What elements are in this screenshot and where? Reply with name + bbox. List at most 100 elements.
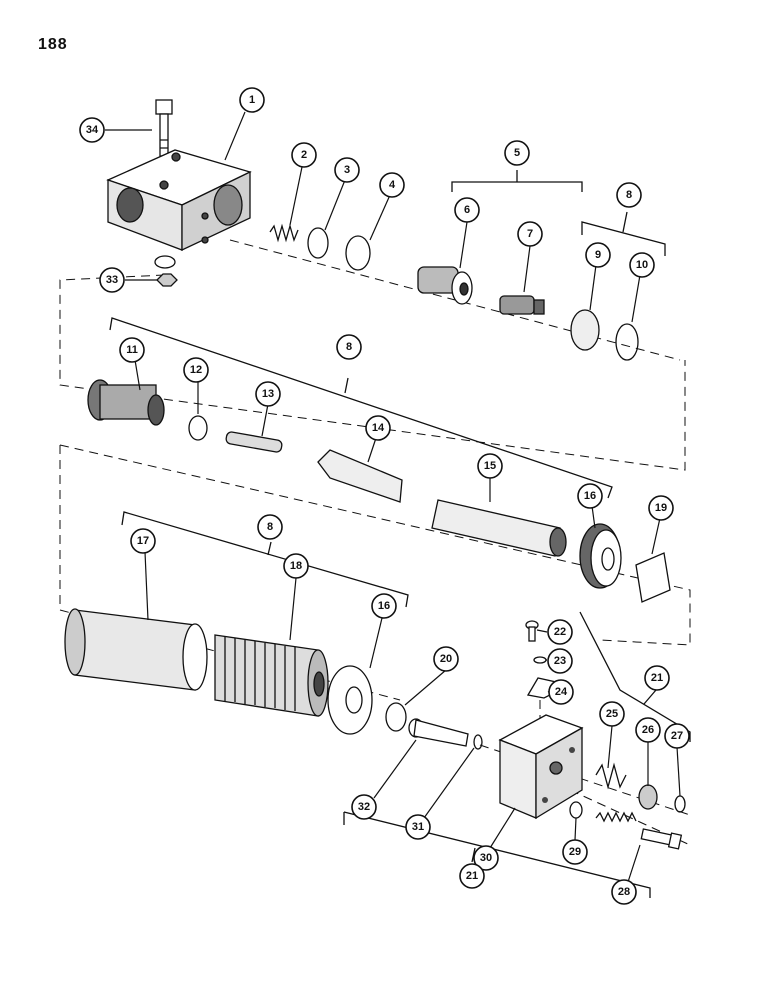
callout: 2 <box>291 142 317 168</box>
callout: 7 <box>517 221 543 247</box>
callout-label: 7 <box>527 228 533 240</box>
callout-label: 13 <box>262 388 274 400</box>
threaded-sleeve-18 <box>214 634 329 717</box>
callout: 8 <box>616 182 642 208</box>
callout: 12 <box>183 357 209 383</box>
screw-22 <box>525 620 539 642</box>
washer-9 <box>570 309 600 351</box>
callout-label: 25 <box>606 708 618 720</box>
poppet-7 <box>499 295 545 315</box>
callout-label: 32 <box>358 801 370 813</box>
seal-ring-4 <box>345 235 371 271</box>
callout: 25 <box>599 701 625 727</box>
callout: 23 <box>547 648 573 674</box>
bolt-28 <box>595 811 683 850</box>
callout: 6 <box>454 197 480 223</box>
callout-label: 1 <box>249 94 255 106</box>
callout-label: 34 <box>86 124 99 136</box>
callout-label: 21 <box>651 672 663 684</box>
callout-label: 20 <box>440 653 452 665</box>
callout: 24 <box>548 679 574 705</box>
callout-label: 30 <box>480 852 492 864</box>
callout: 27 <box>664 723 690 749</box>
callout-label: 17 <box>137 535 149 547</box>
callout: 31 <box>405 814 431 840</box>
callout: 1 <box>239 87 265 113</box>
callout: 8 <box>336 334 362 360</box>
tube-15 <box>431 499 567 557</box>
callout-label: 24 <box>555 686 568 698</box>
disc-16b <box>327 665 373 735</box>
lock-washer-19 <box>635 552 671 603</box>
callout: 15 <box>477 453 503 479</box>
seal-ring-3 <box>307 227 329 259</box>
shaft-32 <box>408 718 469 747</box>
callout-label: 22 <box>554 626 566 638</box>
pin-13 <box>225 431 283 453</box>
callout-label: 29 <box>569 846 581 858</box>
callout-label: 4 <box>389 179 396 191</box>
callout-label: 6 <box>464 204 470 216</box>
plunger-14 <box>317 449 403 503</box>
callout-label: 31 <box>412 821 424 833</box>
callout: 14 <box>365 415 391 441</box>
callout-label: 21 <box>466 870 478 882</box>
callout: 4 <box>379 172 405 198</box>
callout-label: 14 <box>372 422 385 434</box>
callout: 18 <box>283 553 309 579</box>
callout-label: 18 <box>290 560 302 572</box>
callout: 30 <box>473 845 499 871</box>
callout-label: 8 <box>626 189 632 201</box>
ring-31 <box>473 734 483 750</box>
washer-23 <box>533 656 547 664</box>
callout-label: 27 <box>671 730 683 742</box>
callout-label: 16 <box>378 600 390 612</box>
callout: 28 <box>611 879 637 905</box>
callout-label: 15 <box>484 460 496 472</box>
nut-33 <box>154 255 178 287</box>
callout-label: 5 <box>514 147 520 159</box>
fitting-11 <box>87 379 165 426</box>
callout: 8 <box>257 514 283 540</box>
callout: 21 <box>644 665 670 691</box>
callout: 33 <box>99 267 125 293</box>
callout: 26 <box>635 717 661 743</box>
callout: 21 <box>459 863 485 889</box>
spring-25 <box>595 762 627 790</box>
valve-body-1 <box>106 149 252 252</box>
callout: 16 <box>371 593 397 619</box>
washer-29 <box>569 801 583 819</box>
callout: 17 <box>130 528 156 554</box>
callout: 5 <box>504 140 530 166</box>
o-ring-12 <box>188 415 208 441</box>
callout-label: 12 <box>190 364 202 376</box>
callout-label: 11 <box>126 344 138 356</box>
callout: 9 <box>585 242 611 268</box>
callout-label: 16 <box>584 490 596 502</box>
page-number: 188 <box>38 36 68 53</box>
callout: 22 <box>547 619 573 645</box>
callout-label: 2 <box>301 149 307 161</box>
callout-label: 28 <box>618 886 630 898</box>
block-30 <box>498 714 584 820</box>
callout-label: 26 <box>642 724 654 736</box>
callout: 11 <box>119 337 145 363</box>
snap-ring-10 <box>615 323 639 361</box>
callout: 16 <box>577 483 603 509</box>
callout: 13 <box>255 381 281 407</box>
callout: 34 <box>79 117 105 143</box>
bushing-26 <box>638 784 658 810</box>
callout-label: 10 <box>636 259 648 271</box>
callout-label: 33 <box>106 274 118 286</box>
ring-27 <box>674 795 686 813</box>
callout-label: 23 <box>554 655 566 667</box>
callout-label: 3 <box>344 164 350 176</box>
disc-16a <box>579 523 622 589</box>
callout-label: 8 <box>346 341 352 353</box>
callout: 19 <box>648 495 674 521</box>
o-ring-20 <box>385 702 407 732</box>
sleeve-17 <box>64 608 208 691</box>
callout: 10 <box>629 252 655 278</box>
callout: 3 <box>334 157 360 183</box>
